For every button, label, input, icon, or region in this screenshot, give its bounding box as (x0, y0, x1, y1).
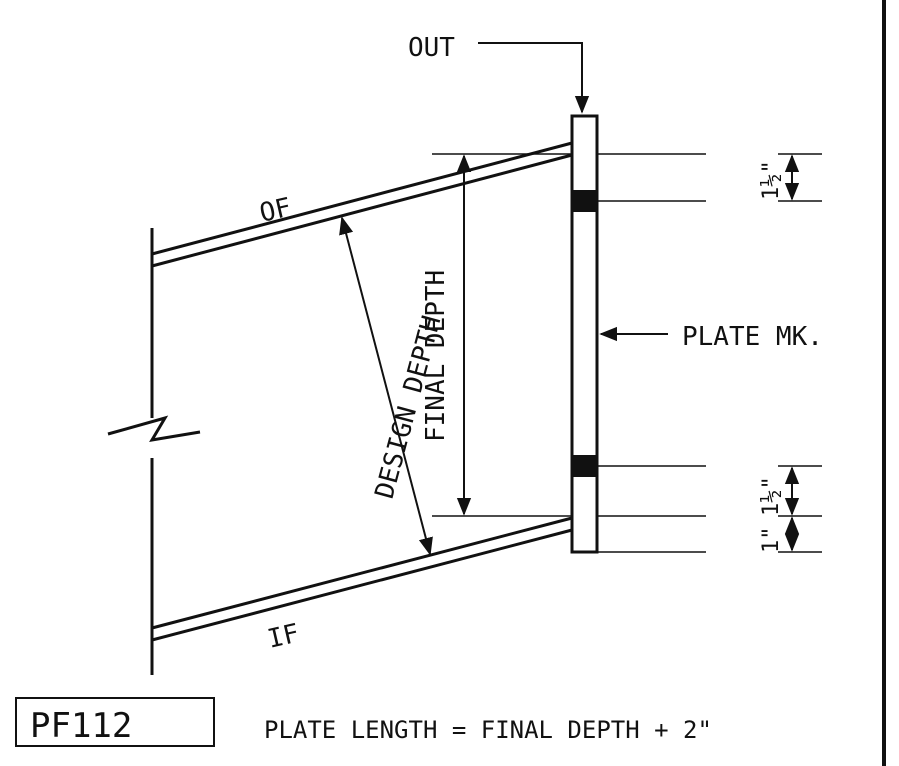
design-depth-dimension (339, 216, 433, 556)
plate-length-note: PLATE LENGTH = FINAL DEPTH + 2" (264, 716, 712, 744)
web-edge-line (107, 228, 201, 675)
plate-code: PF112 (30, 706, 132, 746)
inside-flange (151, 516, 573, 642)
top-weld-dimension-label: 1½" (759, 160, 784, 200)
of-label: OF (257, 193, 294, 229)
plate-weld-top (572, 190, 597, 212)
bottom-weld-dimension-label: 1½" (759, 476, 784, 516)
plate-end-dimension-label: 1" (759, 527, 784, 554)
plate (570, 114, 599, 554)
out-label: OUT (408, 33, 455, 63)
plate-weld-bottom (572, 455, 597, 477)
if-label: IF (265, 619, 302, 655)
out-leader (478, 42, 590, 114)
outside-flange (151, 141, 573, 268)
final-depth-label: FINAL DEPTH (421, 270, 451, 442)
plate-dimension-lines (597, 153, 822, 553)
final-depth-extension-lines (432, 153, 572, 517)
plate-mark-label: PLATE MK. (682, 322, 823, 352)
plate-code-box (15, 697, 215, 747)
